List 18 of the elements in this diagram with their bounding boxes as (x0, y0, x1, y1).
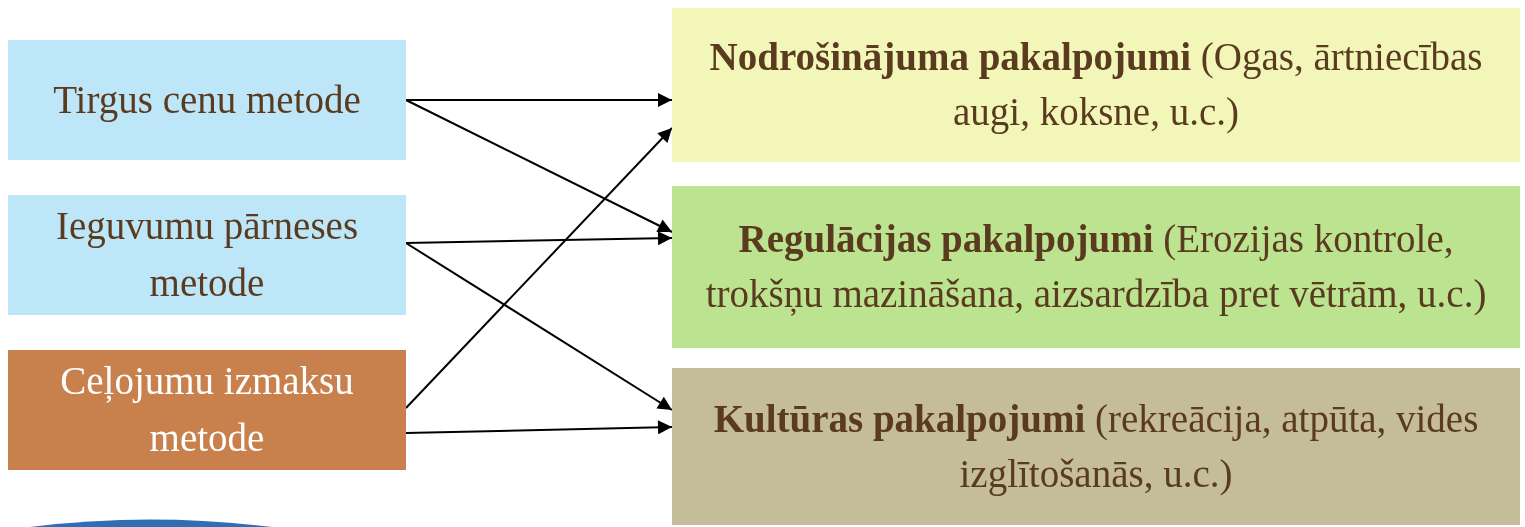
service-label: Kultūras pakalpojumi (rekreācija, atpūta, vides izglītošanās, u.c.) (712, 395, 1480, 498)
method-box (8, 195, 406, 315)
arrow (405, 127, 673, 409)
service-label: Nodrošinājuma pakalpojumi (Ogas, ārtniecības augi, koksne, u.c.) (708, 34, 1484, 136)
arrow (405, 99, 673, 233)
arrow (405, 242, 673, 411)
method-label: Ieguvumu pārneses metode (54, 203, 360, 306)
service-box (672, 8, 1520, 162)
method-box (8, 40, 406, 160)
service-label: Regulācijas pakalpojumi (Erozijas kontrole, trokšņu mazināšana, aizsardzība pret vētrām, u.c.) (704, 216, 1488, 318)
service-box (672, 368, 1520, 525)
method-label: Tirgus cenu metode (53, 76, 361, 124)
arrow (405, 420, 673, 435)
method-label: Ceļojumu izmaksu metode (59, 358, 355, 461)
arrow (405, 93, 673, 107)
method-box (8, 350, 406, 470)
service-box (672, 186, 1520, 348)
arrow (405, 231, 673, 246)
